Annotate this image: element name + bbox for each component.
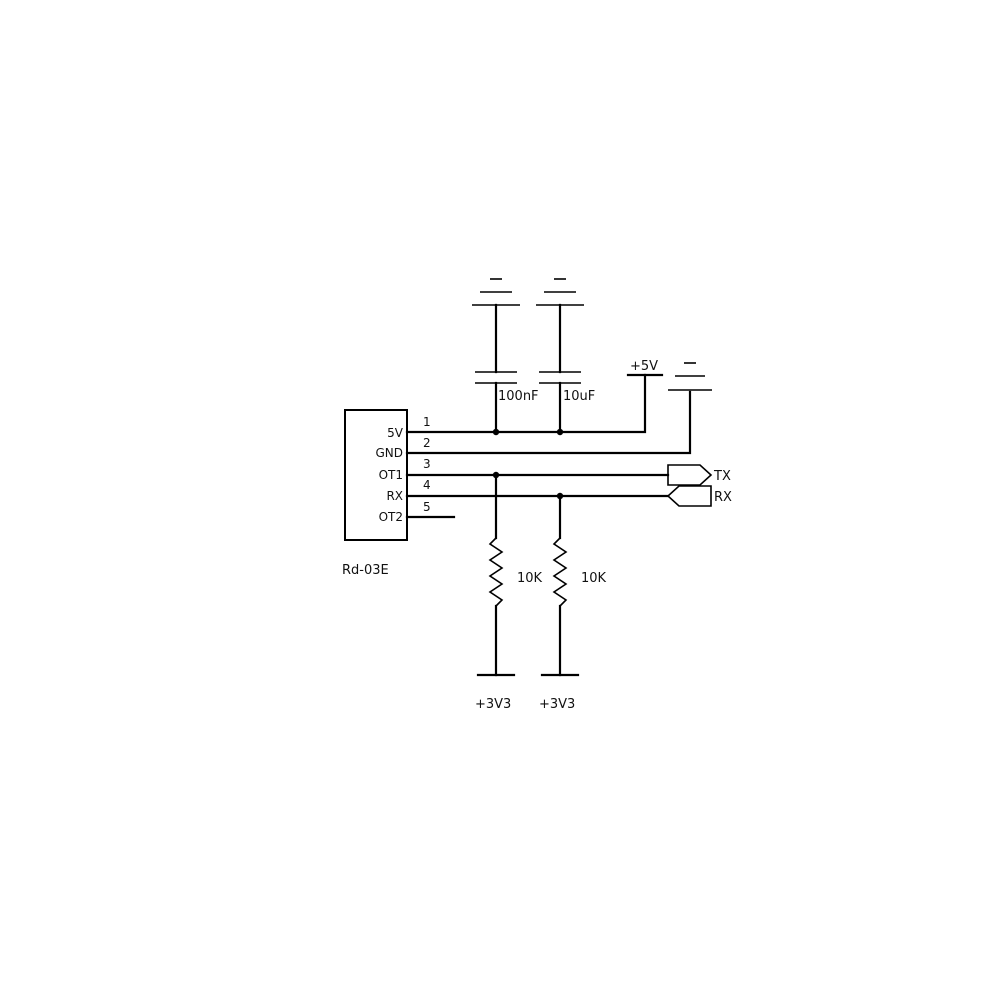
pin-name-4: RX: [386, 489, 403, 503]
port-rx-label: RX: [714, 490, 732, 505]
resistor-r1: [476, 473, 516, 677]
pin-name-3: OT1: [379, 468, 403, 482]
capacitor-c1: [475, 303, 517, 434]
port-tx-label: TX: [713, 469, 731, 484]
resistor-r2: [540, 494, 580, 677]
capacitor-c2-value: 10uF: [563, 389, 595, 404]
junction-c2-5v: [556, 428, 564, 436]
ground-icon-right: [668, 362, 712, 391]
port-tx-icon: [667, 464, 713, 486]
capacitor-c1-value: 100nF: [498, 389, 539, 404]
pullup-label-r1: +3V3: [475, 697, 511, 712]
ground-icon-c2: [536, 278, 584, 306]
pin-name-5: OT2: [379, 510, 403, 524]
pin-name-1: 5V: [387, 426, 404, 440]
port-rx-icon: [666, 485, 712, 507]
pin-name-2: GND: [375, 446, 403, 460]
vcc-label: +5V: [630, 359, 658, 374]
resistor-r1-value: 10K: [517, 571, 543, 586]
pin-number-5: 5: [423, 500, 431, 514]
junction-c1-5v: [492, 428, 500, 436]
pullup-label-r2: +3V3: [539, 697, 575, 712]
wire-5v-net: [405, 373, 647, 434]
resistor-r2-value: 10K: [581, 571, 607, 586]
pin-number-1: 1: [423, 415, 431, 429]
pin-number-3: 3: [423, 457, 431, 471]
capacitor-c2: [539, 303, 581, 434]
wire-gnd-net: [405, 390, 692, 455]
module-name: Rd-03E: [342, 563, 389, 578]
pin-number-2: 2: [423, 436, 431, 450]
pin-number-4: 4: [423, 478, 431, 492]
ground-icon-c1: [472, 278, 520, 306]
